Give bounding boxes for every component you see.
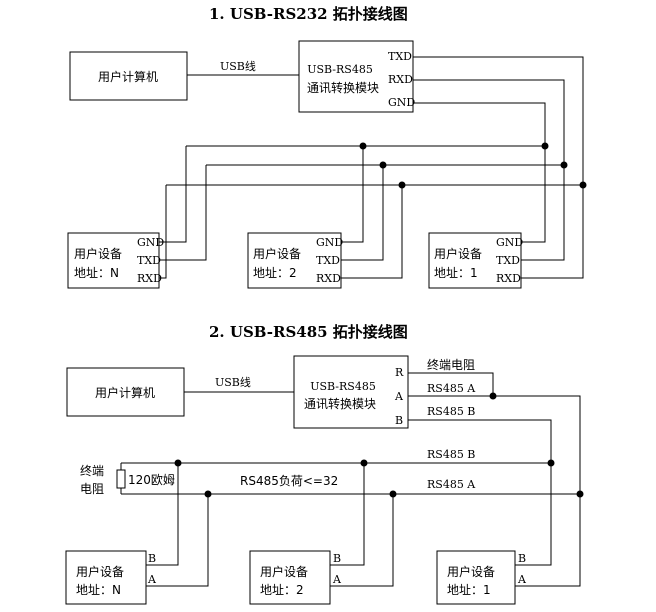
d2-junction-dot (576, 490, 584, 498)
d2-device-N-line2: 地址：N (76, 583, 121, 597)
d1-wire-gnd (413, 102, 546, 146)
d1-pc-box (69, 51, 188, 101)
d1-device-2-pin: TXD (316, 254, 340, 267)
d1-device-2-line2: 地址：2 (253, 266, 297, 280)
d1-junction-dot (359, 142, 367, 150)
d2-junction-dot (389, 490, 397, 498)
d1-junction-dot (398, 181, 406, 189)
d2-module-line2: 通讯转换模块 (304, 396, 376, 411)
d2-device-2-line2: 地址：2 (260, 583, 304, 597)
d1-junction-dot (379, 161, 387, 169)
diagram2-title: 2. USB-RS485 拓扑接线图 (209, 323, 408, 341)
d1-device-2-pin: RXD (316, 272, 341, 285)
d1-wire-txd (413, 56, 584, 185)
d1-device-1-line1: 用户设备 (434, 246, 482, 261)
d1-device-1-pin: GND (496, 236, 523, 249)
d2-terminal-label-line1: 终端 (80, 463, 104, 478)
d2-resistor-label: 120欧姆 (128, 473, 175, 487)
d1-usb-label: USB线 (220, 59, 256, 73)
d1-devN-gnd-wire (159, 146, 187, 243)
d2-device-N-pin-a: A (147, 573, 157, 586)
d2-terminator-wire (408, 372, 494, 396)
d2-module-box (293, 355, 409, 429)
d2-terminal-label-line2: 电阻 (80, 482, 104, 496)
d2-junction-dot (204, 490, 212, 498)
d2-device-1-pin-a: A (517, 573, 527, 586)
d2-module-pin-r: R (395, 366, 404, 379)
d1-device-2-box (247, 232, 342, 289)
d1-junction-dot (579, 181, 587, 189)
d2-device-2-pin-b: B (333, 552, 341, 565)
d1-device-2-line1: 用户设备 (253, 246, 301, 261)
d1-junction-dot (560, 161, 568, 169)
d2-device-2-box (249, 550, 331, 605)
d1-dev2-gnd-wire (341, 146, 364, 243)
d1-dev1-rxd-wire (521, 185, 584, 279)
d2-junction-dot (360, 459, 368, 467)
d2-devN-a-wire (146, 494, 209, 587)
d2-device-1-pin-b: B (518, 552, 526, 565)
d2-load-label: RS485负荷<=32 (240, 474, 338, 488)
d2-junction-dot (489, 392, 497, 400)
d1-device-N-pin: GND (137, 236, 164, 249)
d1-device-1-pin: RXD (496, 272, 521, 285)
d2-pc-label: 用户计算机 (95, 385, 155, 400)
d2-device-2-pin-a: A (332, 573, 342, 586)
d1-device-N-box (67, 232, 160, 289)
d1-module-pin-rxd: RXD (388, 73, 413, 86)
d1-dev2-rxd-wire (341, 185, 403, 279)
d2-wire-b (408, 419, 552, 463)
d2-devN-b-wire (146, 463, 179, 566)
d1-device-N-pin: TXD (137, 254, 161, 267)
d2-device-N-line1: 用户设备 (76, 564, 124, 579)
d2-module-line1: USB-RS485 (310, 380, 376, 393)
d1-device-1-box (428, 232, 522, 289)
d2-pc-box (66, 367, 185, 417)
d2-label-a-top: RS485 A (427, 382, 476, 395)
d2-resistor-icon (116, 469, 126, 489)
d2-device-2-line1: 用户设备 (260, 564, 308, 579)
d1-device-2-pin: GND (316, 236, 343, 249)
d1-module-box (298, 40, 414, 113)
d2-junction-dot (547, 459, 555, 467)
d2-device-N-box (65, 550, 147, 605)
d2-terminator-label: 终端电阻 (427, 357, 475, 372)
d2-device-N-pin-b: B (148, 552, 156, 565)
d1-device-1-pin: TXD (496, 254, 520, 267)
d2-dev2-b-wire (330, 463, 365, 566)
d1-module-pin-txd: TXD (388, 50, 412, 63)
d2-label-a-mid: RS485 A (427, 478, 476, 491)
d1-dev1-gnd-wire (521, 146, 546, 243)
d2-dev2-a-wire (330, 494, 394, 587)
diagram1-title: 1. USB-RS232 拓扑接线图 (209, 5, 408, 23)
d1-devN-txd-wire (159, 165, 207, 261)
d1-devN-rxd-wire (159, 185, 167, 279)
d1-device-N-line2: 地址：N (74, 266, 119, 280)
d1-wire-rxd (413, 79, 565, 165)
d1-dev2-txd-wire (341, 165, 384, 261)
d2-device-1-line2: 地址：1 (447, 583, 491, 597)
d1-device-1-line2: 地址：1 (434, 266, 478, 280)
d1-junction-dot (541, 142, 549, 150)
d1-device-N-pin: RXD (137, 272, 162, 285)
d1-device-N-line1: 用户设备 (74, 246, 122, 261)
d2-module-pin-b: B (395, 414, 403, 427)
d2-junction-dot (174, 459, 182, 467)
d2-dev1-b-wire (515, 463, 552, 566)
d1-module-line1: USB-RS485 (307, 63, 373, 76)
d1-module-pin-gnd: GND (388, 96, 415, 109)
d2-label-b-top: RS485 B (427, 405, 475, 418)
d2-device-1-box (436, 550, 516, 605)
d1-dev1-txd-wire (521, 165, 565, 261)
d1-module-line2: 通讯转换模块 (307, 80, 379, 95)
d1-pc-label: 用户计算机 (98, 69, 158, 84)
d2-label-b-mid: RS485 B (427, 448, 475, 461)
d2-module-pin-a: A (394, 390, 404, 403)
d2-dev1-a-wire (515, 494, 581, 587)
d2-wire-a (408, 395, 581, 494)
d2-usb-label: USB线 (215, 375, 251, 389)
d2-device-1-line1: 用户设备 (447, 564, 495, 579)
